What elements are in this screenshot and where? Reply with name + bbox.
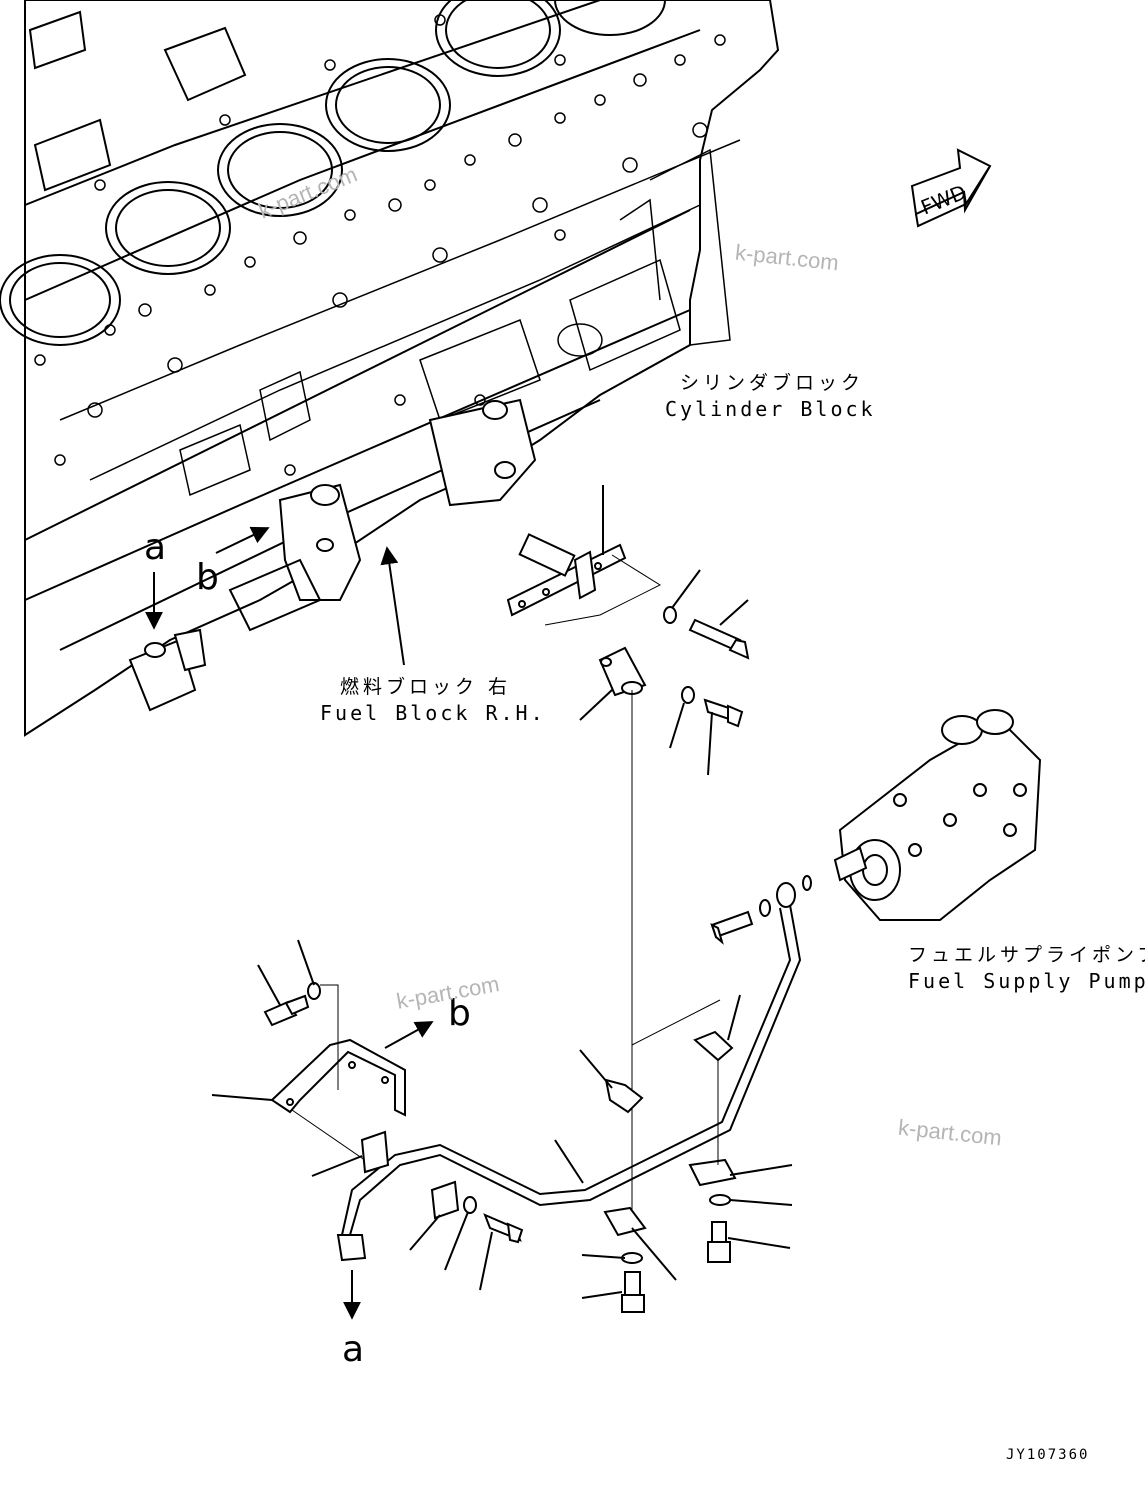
block-bolt-holes bbox=[34, 14, 726, 476]
right-bolt-leader bbox=[727, 1237, 791, 1249]
cylinder-block-label-jp: シリンダブロック bbox=[680, 372, 865, 394]
fuel-block-label-en: Fuel Block R.H. bbox=[320, 701, 546, 725]
upper-clamp-leader bbox=[579, 689, 613, 721]
clamp6-leader bbox=[631, 1227, 677, 1281]
bottom-washer-leader bbox=[581, 1254, 626, 1259]
clamp4-leader bbox=[727, 994, 741, 1041]
clamp1-leader bbox=[311, 1155, 363, 1177]
clamp-guide-lines bbox=[631, 999, 721, 1165]
cylinder-block-label-en: Cylinder Block bbox=[665, 397, 876, 421]
mid-bolt-leader bbox=[707, 711, 713, 776]
clamp5-leader bbox=[729, 1164, 793, 1176]
lower-nut bbox=[336, 1234, 367, 1262]
left-bracket-leader bbox=[211, 1094, 273, 1101]
marker-b-bracket: b bbox=[448, 993, 471, 1034]
fuel-supply-pump-label-jp: フュエルサプライポンプ bbox=[908, 944, 1145, 966]
fuel-block-label-jp: 燃料ブロック 右 bbox=[340, 676, 512, 698]
lower-bolts bbox=[463, 1194, 731, 1313]
b-top-arrow bbox=[215, 526, 270, 554]
bottom-bolt-leader bbox=[581, 1291, 623, 1299]
fuel-supply-pump bbox=[833, 709, 1042, 921]
left-bolt-leader bbox=[257, 964, 281, 1006]
mid-washer-leader bbox=[669, 702, 685, 749]
upper-washer-leader bbox=[671, 569, 701, 609]
clamp2-leader bbox=[409, 1214, 441, 1251]
mid-bolt bbox=[681, 686, 744, 728]
cylinder-block bbox=[0, 0, 780, 737]
left-bracket bbox=[270, 1038, 406, 1117]
upper-clamp bbox=[598, 646, 647, 697]
right-washer-leader bbox=[729, 1199, 793, 1206]
fuel-tube bbox=[341, 904, 802, 1236]
pump-banjo-fitting bbox=[710, 875, 812, 945]
left-washer-leader bbox=[297, 939, 315, 986]
tube-clamps bbox=[360, 1030, 737, 1237]
marker-a-bottom: a bbox=[342, 1329, 365, 1370]
lower-bolt-leader bbox=[479, 1231, 493, 1291]
bracket-clamp-assembly bbox=[506, 533, 627, 617]
upper-bolt-leader bbox=[719, 599, 749, 626]
b-bracket-arrow bbox=[384, 1021, 434, 1049]
fwd-arrow-icon bbox=[910, 148, 992, 228]
fuel-block-leader bbox=[380, 546, 405, 666]
left-bolt bbox=[263, 982, 321, 1027]
bracket-guide-lines bbox=[544, 554, 662, 626]
marker-b-top: b bbox=[196, 557, 219, 598]
clamp3-leader bbox=[579, 1049, 613, 1089]
marker-a-top: a bbox=[144, 527, 167, 568]
fuel-supply-pump-label-en: Fuel Supply Pump bbox=[908, 969, 1145, 993]
upper-bolt bbox=[663, 606, 750, 660]
tube-leader bbox=[554, 1139, 584, 1184]
drawing-code: JY107360 bbox=[1006, 1447, 1090, 1463]
fuel-block-rh bbox=[128, 398, 537, 712]
left-guide-lines bbox=[291, 984, 373, 1166]
lower-washer-leader bbox=[444, 1211, 469, 1271]
